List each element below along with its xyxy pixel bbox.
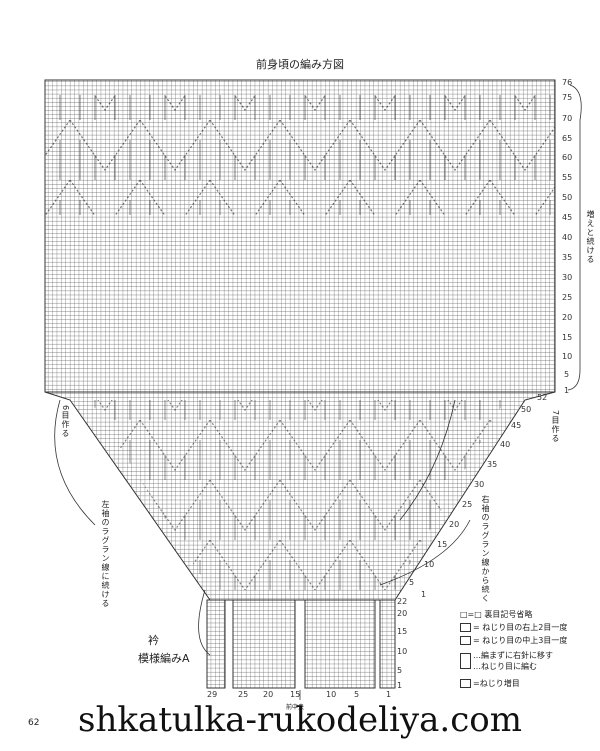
note-left-cast: 6目作る bbox=[61, 405, 70, 439]
row-num: 35 bbox=[487, 460, 498, 469]
row-num: 35 bbox=[562, 253, 573, 262]
center-decrease-icon bbox=[460, 636, 471, 645]
row-num: 30 bbox=[562, 273, 573, 282]
row-num: 10 bbox=[562, 352, 573, 361]
row-num: 25 bbox=[562, 293, 573, 302]
row-num: 45 bbox=[511, 421, 522, 430]
row-num: 60 bbox=[562, 153, 573, 162]
col-num: 1 bbox=[386, 690, 392, 699]
collar-pattern: 模様編みA bbox=[138, 652, 190, 665]
row-num: 15 bbox=[562, 333, 573, 342]
yoke-grid bbox=[44, 391, 556, 601]
row-num: 45 bbox=[562, 213, 573, 222]
row-num: 15 bbox=[437, 540, 448, 549]
note-continue: 増えと続ける bbox=[586, 210, 595, 264]
row-num: 1 bbox=[421, 590, 427, 599]
row-num: 5 bbox=[397, 666, 403, 675]
collar-title: 衿 bbox=[148, 634, 159, 647]
row-num: 5 bbox=[564, 370, 570, 379]
row-num: 65 bbox=[562, 134, 573, 143]
legend: □=□ 裏目記号省略 = ねじり目の右上2目一度 = ねじり目の中上3目一度 …… bbox=[460, 608, 567, 690]
row-num: 76 bbox=[562, 78, 573, 87]
watermark: shkatulka-rukodeliya.com bbox=[78, 700, 522, 740]
row-num: 5 bbox=[409, 578, 415, 587]
row-num: 50 bbox=[521, 405, 532, 414]
twisted-increase-icon bbox=[460, 679, 471, 688]
body-grid bbox=[44, 79, 556, 393]
row-num: 10 bbox=[397, 647, 408, 656]
note-left-raglan: 左袖のラグラン線に続ける bbox=[101, 500, 110, 608]
row-num: 52 bbox=[537, 393, 548, 402]
row-num: 20 bbox=[562, 313, 573, 322]
row-num: 70 bbox=[562, 114, 573, 123]
col-num: 20 bbox=[263, 690, 274, 699]
row-num: 22 bbox=[397, 597, 408, 606]
legend-item: =ねじり増目 bbox=[460, 677, 567, 690]
knitting-chart bbox=[44, 79, 582, 700]
row-num: 1 bbox=[397, 681, 403, 690]
legend-item: = ねじり目の右上2目一度 bbox=[460, 621, 567, 634]
collar-grid bbox=[206, 599, 396, 689]
right-decrease-icon bbox=[460, 623, 471, 632]
collar-label: 衿 模様編みA bbox=[138, 632, 190, 668]
row-num: 30 bbox=[474, 480, 485, 489]
row-num: 40 bbox=[500, 440, 511, 449]
row-num: 25 bbox=[462, 500, 473, 509]
page-number: 62 bbox=[28, 718, 40, 728]
row-num: 10 bbox=[424, 560, 435, 569]
col-num: 29 bbox=[207, 690, 218, 699]
col-num: 10 bbox=[326, 690, 337, 699]
note-right-raglan: 右袖のラグラン線から続く bbox=[481, 495, 490, 603]
legend-item: = ねじり目の中上3目一度 bbox=[460, 634, 567, 647]
row-num: 1 bbox=[564, 386, 570, 395]
legend-item: □=□ 裏目記号省略 bbox=[460, 610, 533, 619]
legend-item: …編まずに右針に移す…ねじり目に編む bbox=[460, 650, 567, 672]
row-num: 15 bbox=[397, 627, 408, 636]
row-num: 40 bbox=[562, 233, 573, 242]
bracket-lines bbox=[54, 84, 582, 700]
row-num: 20 bbox=[397, 609, 408, 618]
row-num: 50 bbox=[562, 193, 573, 202]
col-num: 25 bbox=[238, 690, 249, 699]
center-front-label: 前中央 bbox=[286, 704, 305, 711]
row-num: 75 bbox=[562, 93, 573, 102]
row-num: 20 bbox=[449, 520, 460, 529]
col-num: 15 bbox=[290, 690, 301, 699]
chart-title: 前身頃の編み方図 bbox=[256, 58, 344, 71]
note-right-cast: 7目作る bbox=[551, 410, 560, 444]
row-num: 55 bbox=[562, 173, 573, 182]
cable-icon bbox=[460, 653, 471, 669]
col-num: 5 bbox=[354, 690, 360, 699]
